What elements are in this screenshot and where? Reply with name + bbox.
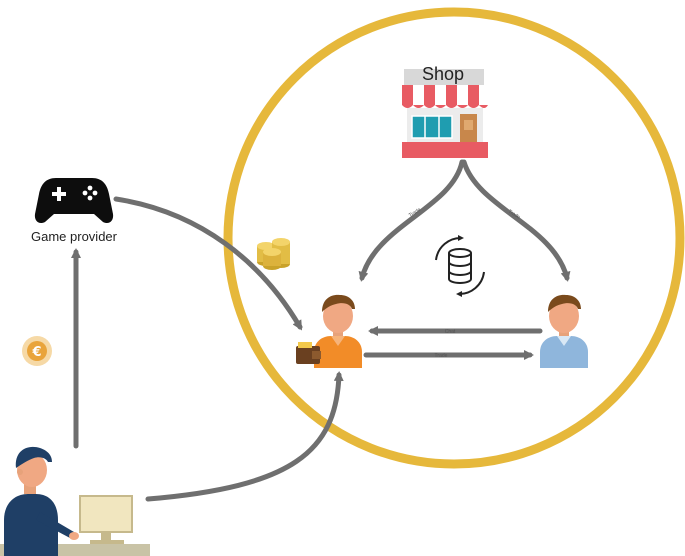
wallet-icon <box>296 342 321 364</box>
user-right-avatar <box>540 294 588 368</box>
edge-label-chat: Chat <box>445 329 456 335</box>
arrow-game-provider-to-user <box>113 196 303 331</box>
database-sync-icon <box>435 235 485 297</box>
game-controller-icon <box>34 178 114 224</box>
player-at-computer-icon <box>0 446 150 556</box>
arrow-shop-to-right-user <box>461 159 571 282</box>
coin-stack-icon <box>257 238 290 270</box>
euro-coin-icon: € <box>22 336 52 366</box>
shop-label: Shop <box>422 64 464 84</box>
edge-label-trade: Trade <box>435 353 448 359</box>
arrow-player-to-user <box>145 371 344 502</box>
shop-icon <box>402 69 488 158</box>
connector-arrows <box>71 159 571 502</box>
game-provider-label: Game provider <box>31 229 118 244</box>
user-left-avatar <box>296 294 362 368</box>
arrow-shop-to-left-user <box>358 159 465 282</box>
game-provider-node: Game provider <box>31 178 118 244</box>
shop-node: Shop <box>402 64 488 158</box>
platform-boundary-ring <box>223 7 685 469</box>
svg-text:€: € <box>31 345 41 360</box>
